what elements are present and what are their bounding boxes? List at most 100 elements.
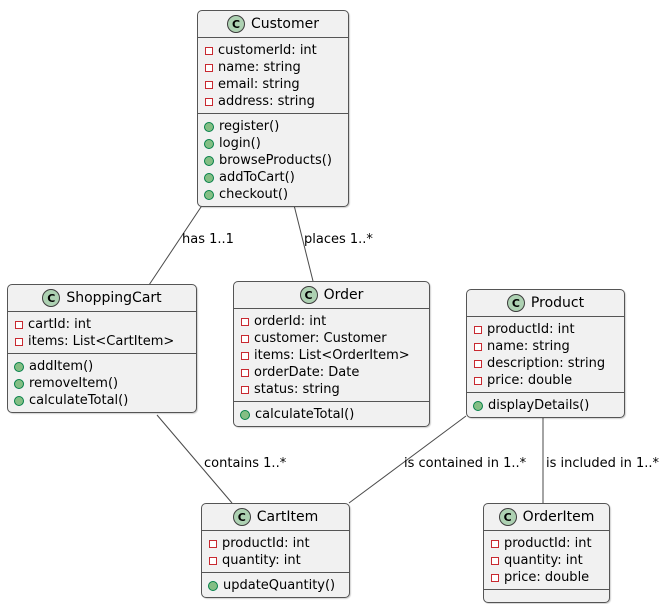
method-icon [14, 361, 24, 372]
attribute-text: quantity: int [222, 553, 301, 568]
field-icon [241, 334, 249, 343]
field-icon [241, 368, 249, 377]
method-text: calculateTotal() [255, 407, 355, 422]
attribute-row: productId: int [490, 535, 603, 552]
edge-label-places: places 1..* [304, 232, 373, 247]
method-row: browseProducts() [204, 152, 342, 169]
field-icon [15, 337, 23, 346]
attribute-text: customer: Customer [254, 331, 387, 346]
edge-customer-shoppingcart [146, 200, 206, 289]
edge-label-contains: contains 1..* [204, 456, 287, 471]
method-text: calculateTotal() [29, 393, 129, 408]
edge-label-is-included-in: is included in 1..* [546, 456, 660, 471]
class-icon: C [226, 15, 245, 33]
method-text: removeItem() [29, 376, 119, 391]
method-row: addItem() [14, 358, 190, 375]
method-row: updateQuantity() [208, 577, 343, 594]
method-icon [208, 580, 218, 591]
method-text: register() [219, 119, 280, 134]
method-text: addToCart() [219, 170, 295, 185]
class-product-header: C Product [467, 290, 624, 317]
attribute-row: productId: int [208, 535, 343, 552]
class-customer-title: Customer [250, 16, 319, 32]
class-orderitem-attributes: productId: int quantity: int price: doub… [484, 531, 609, 589]
attribute-text: productId: int [487, 322, 575, 337]
class-cartitem-attributes: productId: int quantity: int [202, 531, 349, 572]
attribute-text: items: List<CartItem> [28, 334, 175, 349]
attribute-row: address: string [204, 93, 342, 110]
attribute-text: productId: int [222, 536, 310, 551]
class-order: C Order orderId: int customer: Customer … [233, 281, 430, 427]
field-icon [491, 556, 499, 565]
attribute-row: productId: int [473, 321, 618, 338]
method-icon [204, 138, 214, 149]
field-icon [474, 359, 482, 368]
field-icon [474, 325, 482, 334]
class-order-header: C Order [234, 282, 429, 309]
attribute-text: email: string [218, 77, 300, 92]
class-shoppingcart: C ShoppingCart cartId: int items: List<C… [7, 284, 197, 413]
attribute-text: productId: int [504, 536, 592, 551]
attribute-text: orderDate: Date [254, 365, 360, 380]
attribute-text: customerId: int [218, 43, 317, 58]
class-icon: C [232, 508, 251, 526]
method-text: displayDetails() [488, 398, 590, 413]
attribute-row: items: List<CartItem> [14, 333, 190, 350]
method-row: register() [204, 118, 342, 135]
attribute-text: name: string [218, 60, 301, 75]
attribute-row: customer: Customer [240, 330, 423, 347]
edge-label-has: has 1..1 [182, 232, 234, 247]
attribute-row: orderId: int [240, 313, 423, 330]
attribute-row: cartId: int [14, 316, 190, 333]
attribute-text: price: double [487, 373, 573, 388]
method-row: removeItem() [14, 375, 190, 392]
class-cartitem: C CartItem productId: int quantity: int … [201, 503, 350, 598]
method-icon [473, 400, 483, 411]
class-product: C Product productId: int name: string de… [466, 289, 625, 418]
attribute-text: description: string [487, 356, 606, 371]
field-icon [209, 539, 217, 548]
attribute-text: items: List<OrderItem> [254, 348, 410, 363]
method-row: login() [204, 135, 342, 152]
field-icon [205, 97, 213, 106]
edge-shoppingcart-cartitem [156, 414, 233, 504]
method-icon [14, 378, 24, 389]
method-icon [204, 155, 214, 166]
class-cartitem-title: CartItem [256, 509, 319, 525]
class-customer-methods: register() login() browseProducts() addT… [198, 113, 348, 206]
class-icon: C [498, 508, 517, 526]
attribute-row: quantity: int [490, 552, 603, 569]
class-order-attributes: orderId: int customer: Customer items: L… [234, 309, 429, 401]
class-product-attributes: productId: int name: string description:… [467, 317, 624, 392]
class-icon: C [506, 294, 525, 312]
class-customer: C Customer customerId: int name: string … [197, 10, 349, 207]
class-order-methods: calculateTotal() [234, 401, 429, 426]
attribute-text: quantity: int [504, 553, 583, 568]
class-orderitem-header: C OrderItem [484, 504, 609, 531]
method-text: browseProducts() [219, 153, 332, 168]
edge-product-cartitem [348, 415, 467, 504]
class-orderitem-title: OrderItem [522, 509, 595, 525]
field-icon [491, 539, 499, 548]
attribute-text: orderId: int [254, 314, 327, 329]
attribute-text: status: string [254, 382, 340, 397]
class-orderitem-methods [484, 589, 609, 602]
edge-customer-order [292, 200, 314, 282]
class-shoppingcart-title: ShoppingCart [66, 290, 162, 306]
method-text: login() [219, 136, 261, 151]
method-text: addItem() [29, 359, 94, 374]
attribute-row: status: string [240, 381, 423, 398]
field-icon [491, 573, 499, 582]
field-icon [241, 351, 249, 360]
attribute-row: orderDate: Date [240, 364, 423, 381]
field-icon [205, 80, 213, 89]
class-shoppingcart-methods: addItem() removeItem() calculateTotal() [8, 353, 196, 412]
attribute-row: description: string [473, 355, 618, 372]
method-icon [204, 172, 214, 183]
field-icon [205, 46, 213, 55]
attribute-row: items: List<OrderItem> [240, 347, 423, 364]
class-customer-header: C Customer [198, 11, 348, 38]
field-icon [209, 556, 217, 565]
class-cartitem-methods: updateQuantity() [202, 572, 349, 597]
